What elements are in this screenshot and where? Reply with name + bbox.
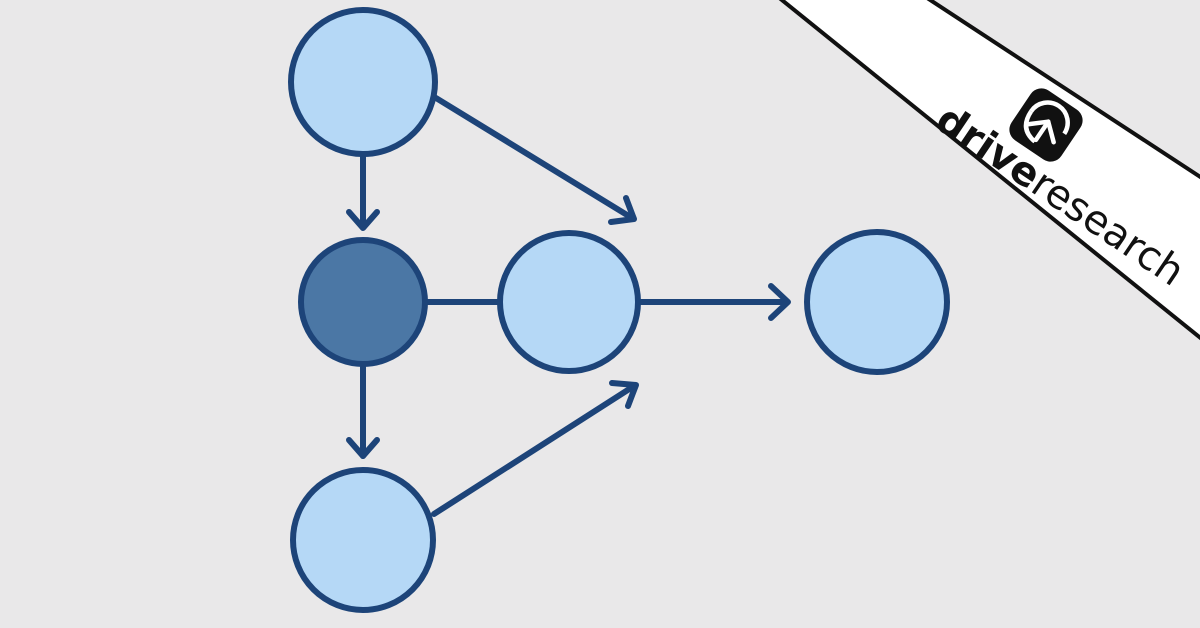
drive-research-logo-icon bbox=[1009, 88, 1083, 162]
arrowhead-center-to-bottom bbox=[346, 437, 380, 459]
arrowhead-top-to-middle bbox=[608, 195, 637, 225]
banner-edge-top bbox=[926, 0, 1200, 180]
arrowhead-top-to-center bbox=[346, 209, 380, 231]
arrowhead-middle-to-right bbox=[768, 283, 791, 321]
node-center bbox=[298, 237, 428, 367]
node-middle bbox=[497, 230, 641, 374]
edge-top-to-middle bbox=[433, 95, 635, 221]
node-bottom bbox=[290, 467, 436, 613]
arrowhead-bottom-to-middle bbox=[609, 380, 639, 409]
node-top bbox=[288, 7, 438, 157]
banner-edge-bottom bbox=[778, 0, 1200, 341]
edge-bottom-to-middle bbox=[431, 383, 637, 517]
node-right bbox=[804, 229, 950, 375]
